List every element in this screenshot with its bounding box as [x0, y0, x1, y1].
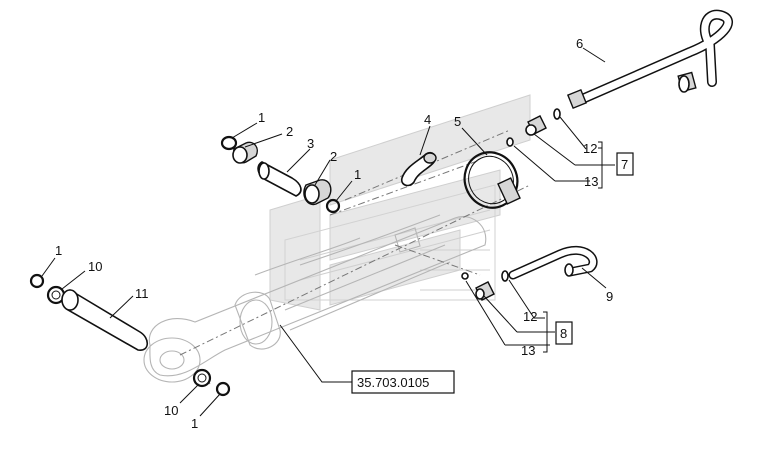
- reference-box-8: [555, 321, 573, 345]
- callout-3: 3: [307, 136, 314, 151]
- callout-11: 11: [135, 286, 149, 301]
- callout-10-bottom: 10: [164, 403, 178, 418]
- callout-1-middle: 1: [354, 167, 361, 182]
- reference-number-cylinder: 35.703.0105: [357, 375, 429, 390]
- callout-9: 9: [606, 289, 613, 304]
- reference-box-cylinder: [351, 370, 455, 394]
- callout-13-upper: 13: [584, 174, 598, 189]
- callout-7: 7: [621, 157, 628, 172]
- callout-13-lower: 13: [521, 343, 535, 358]
- callout-12-upper: 12: [583, 141, 597, 156]
- snap-ring-top: [220, 135, 238, 151]
- callout-4: 4: [424, 112, 431, 127]
- hydraulic-cylinder-outline: [143, 214, 487, 383]
- callout-1-bottom: 1: [191, 416, 198, 431]
- callout-10-left: 10: [88, 259, 102, 274]
- callout-6: 6: [576, 36, 583, 51]
- watermark-logo: [269, 94, 531, 311]
- snap-ring-bottom: [215, 381, 231, 397]
- callout-2-top: 2: [286, 124, 293, 139]
- elbow-fitting-upper: [506, 108, 561, 147]
- pin-lower: [61, 289, 149, 351]
- reference-box-7: [616, 152, 634, 176]
- pipe-long: [566, 9, 733, 110]
- callout-1-top: 1: [258, 110, 265, 125]
- bushing-middle: [303, 179, 332, 206]
- callout-2-middle: 2: [330, 149, 337, 164]
- callout-1-left: 1: [55, 243, 62, 258]
- leader-lines: [41, 47, 615, 417]
- callout-8: 8: [560, 326, 567, 341]
- elbow-fitting-lower: [461, 270, 509, 301]
- grease-fitting: [400, 151, 437, 187]
- bushing-top: [232, 141, 258, 164]
- snap-ring-middle: [325, 198, 341, 214]
- pin-top: [257, 161, 302, 197]
- hose-clamp: [463, 151, 521, 209]
- snap-ring-left: [29, 273, 45, 289]
- callout-12-lower: 12: [523, 309, 537, 324]
- pipe-short: [508, 245, 598, 280]
- callout-labels: 1 2 3 2 1 4 5 6 12 13 7 12 13 8 9 1 10 1…: [55, 36, 634, 431]
- callout-5: 5: [454, 114, 461, 129]
- washer-bottom: [192, 368, 212, 388]
